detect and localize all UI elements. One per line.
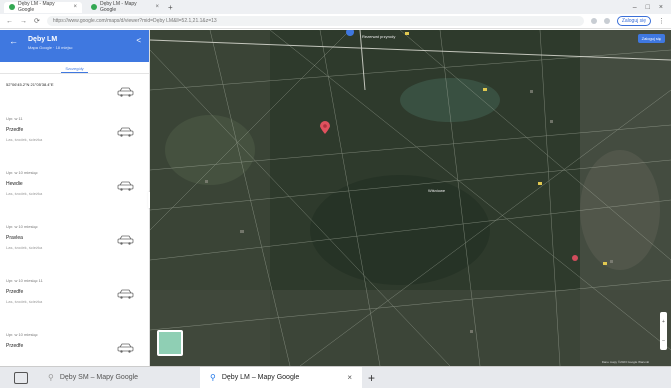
entry-place: Las, środek, ścieżka	[6, 245, 43, 250]
map-place-label: Rezerwat przyrody	[362, 34, 396, 39]
map-title: Dęby LM	[28, 36, 58, 43]
address-bar[interactable]: https://www.google.com/maps/d/viewer?mid…	[46, 16, 584, 26]
list-item[interactable]: 52°06'45.2"N 21°05'38.4"E	[0, 82, 149, 122]
coordinates-text: 52°06'45.2"N 21°05'38.4"E	[6, 82, 54, 87]
list-item[interactable]: Upr. w 10 miesiąc 11 Przedfe Las, środek…	[0, 278, 149, 318]
tab-details[interactable]: Szczegóły	[61, 62, 88, 73]
panel-header: ← Dęby LM Mapa Google · 18 miejsc <	[0, 30, 149, 62]
window-controls: – □ ×	[633, 4, 671, 11]
map-sidebar: ← Dęby LM Mapa Google · 18 miejsc < Szcz…	[0, 30, 150, 366]
entry-date: Upr. w 10 miesiąc	[6, 224, 38, 229]
entry-date: Upr. w 10 miesiąc	[6, 332, 38, 337]
share-icon[interactable]: <	[136, 36, 141, 45]
layer-toggle-thumbnail[interactable]	[157, 330, 183, 356]
minimize-icon[interactable]: –	[632, 3, 637, 11]
list-item[interactable]: Upr. w 11 Przedfe Las, środek, ścieżka	[0, 116, 149, 156]
entry-date: Upr. w 10 miesiąc	[6, 170, 38, 175]
bottom-tab-2[interactable]: ⚲ Dęby LM – Mapy Google ×	[200, 366, 362, 388]
entry-date: Upr. w 10 miesiąc 11	[6, 278, 43, 283]
close-icon[interactable]: ×	[155, 4, 159, 10]
back-icon[interactable]: ←	[6, 17, 13, 25]
close-window-icon[interactable]: ×	[658, 3, 663, 11]
maps-pin-icon: ⚲	[48, 373, 54, 382]
close-icon[interactable]: ×	[347, 373, 352, 382]
reload-icon[interactable]: ⟳	[34, 18, 40, 25]
entry-name: Przedfe	[6, 127, 24, 133]
maximize-icon[interactable]: □	[645, 3, 650, 11]
forward-icon[interactable]: →	[20, 17, 27, 25]
maps-favicon-icon	[91, 4, 97, 10]
bottom-tab-label: Dęby SM – Mapy Google	[59, 374, 139, 381]
map-place-label: Wiśniowe	[428, 188, 446, 193]
profile-button[interactable]: Zaloguj się	[616, 16, 651, 26]
browser-tab-label: Dęby LM - Mapy Google	[100, 1, 137, 13]
entry-name: Przedfe	[6, 343, 24, 349]
panel-tabs: Szczegóły	[0, 62, 149, 74]
bottom-tab-1[interactable]: ⚲ Dęby SM – Mapy Google	[38, 367, 200, 388]
new-tab-button[interactable]: +	[368, 370, 376, 385]
extension-icon[interactable]	[603, 18, 610, 24]
directions-car-icon[interactable]	[117, 127, 134, 137]
new-tab-button[interactable]: +	[168, 2, 173, 12]
browser-tab-1[interactable]: Dęby LM - Mapy Google ×	[4, 1, 82, 13]
entry-place: Las, środek, ścieżka	[6, 299, 43, 304]
directions-car-icon[interactable]	[117, 87, 134, 97]
browser-tab-strip: Dęby LM - Mapy Google × Dęby LM - Mapy G…	[0, 0, 671, 14]
satellite-map[interactable]: Rezerwat przyrody Wiśniowe Zaloguj się +…	[150, 30, 671, 366]
browser-tab-label: Dęby LM - Mapy Google	[18, 1, 55, 13]
entry-place: Las, środek, ścieżka	[6, 137, 43, 142]
satellite-imagery	[150, 30, 671, 366]
list-item[interactable]: Upr. w 10 miesiąc Przedfe	[0, 332, 149, 366]
list-item[interactable]: Upr. w 10 miesiąc Pravlea Las, środek, ś…	[0, 224, 149, 264]
back-arrow-icon[interactable]: ←	[9, 36, 18, 46]
extension-icon[interactable]	[590, 18, 597, 24]
bottom-tab-label: Dęby LM – Mapy Google	[221, 374, 300, 381]
zoom-out-icon[interactable]: –	[662, 337, 665, 344]
entry-place: Las, środek, ścieżka	[6, 191, 43, 196]
directions-car-icon[interactable]	[117, 343, 134, 353]
map-subtitle: Mapa Google · 18 miejsc	[28, 45, 73, 50]
close-icon[interactable]: ×	[73, 4, 77, 10]
maps-favicon-icon	[9, 4, 15, 10]
entry-name: Pravlea	[6, 235, 23, 241]
list-item[interactable]: Upr. w 10 miesiąc Hewdie Las, środek, śc…	[0, 170, 149, 210]
directions-car-icon[interactable]	[117, 235, 134, 245]
entry-date: Upr. w 11	[6, 116, 23, 121]
entry-name: Przedfe	[6, 289, 24, 295]
map-attribution: Dane mapy ©2023 Google Warunki	[601, 360, 649, 364]
tab-actions-icon[interactable]	[14, 371, 28, 384]
directions-car-icon[interactable]	[117, 181, 134, 191]
sign-in-button[interactable]: Zaloguj się	[637, 34, 665, 43]
zoom-control: + –	[660, 312, 667, 350]
address-row: ← → ⟳ https://www.google.com/maps/d/view…	[0, 14, 671, 29]
location-pin-icon[interactable]	[320, 121, 330, 134]
menu-icon[interactable]: ⋮	[658, 18, 665, 25]
maps-pin-icon: ⚲	[210, 373, 216, 382]
bottom-tab-strip: ⚲ Dęby SM – Mapy Google ⚲ Dęby LM – Mapy…	[0, 366, 671, 388]
directions-car-icon[interactable]	[117, 289, 134, 299]
browser-tab-2[interactable]: Dęby LM - Mapy Google ×	[86, 1, 164, 13]
zoom-in-icon[interactable]: +	[662, 318, 665, 325]
entry-name: Hewdie	[6, 181, 23, 187]
